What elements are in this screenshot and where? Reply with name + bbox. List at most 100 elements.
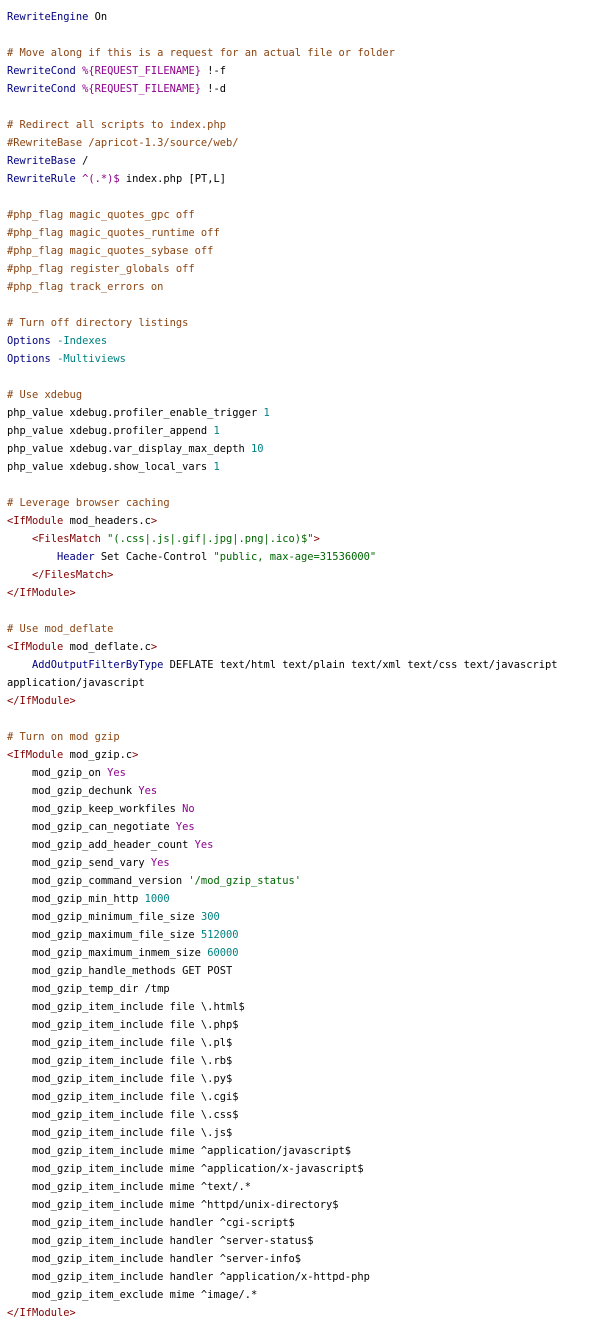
code-token-plain: / (75, 155, 89, 167)
code-token-plain: mod_gzip_can_negotiate (7, 821, 176, 833)
code-line: mod_gzip_maximum_inmem_size 60000 (7, 944, 593, 962)
code-token-tag: <IfModule (7, 515, 64, 527)
code-token-keyword: %{REQUEST_FILENAME} (82, 65, 201, 77)
code-token-plain: mod_gzip_item_include mime ^httpd/unix-d… (7, 1199, 339, 1211)
code-token-tag: > (313, 533, 320, 545)
code-token-plain: mod_gzip_item_include file \.cgi$ (7, 1091, 239, 1103)
code-token-plain: !-f (200, 65, 226, 77)
code-token-tagname: mod_gzip.c (63, 749, 133, 761)
code-token-number: 300 (200, 911, 220, 923)
code-line: mod_gzip_item_exclude mime ^image/.* (7, 1286, 593, 1304)
code-line: mod_gzip_item_include mime ^application/… (7, 1160, 593, 1178)
blank-line: ​ (7, 710, 593, 728)
code-line: mod_gzip_can_negotiate Yes (7, 818, 593, 836)
code-line: mod_gzip_item_include file \.js$ (7, 1124, 593, 1142)
code-line: php_value xdebug.profiler_append 1 (7, 422, 593, 440)
code-line: mod_gzip_item_include file \.rb$ (7, 1052, 593, 1070)
blank-line: ​ (7, 188, 593, 206)
code-line: #php_flag magic_quotes_gpc off (7, 206, 593, 224)
code-token-plain: mod_gzip_send_vary (7, 857, 151, 869)
code-token-plain: mod_gzip_item_include handler ^applicati… (7, 1271, 370, 1283)
code-token-comment: # Leverage browser caching (7, 497, 170, 509)
code-line: # Turn on mod gzip (7, 728, 593, 746)
code-token-directive: Options (7, 353, 51, 365)
code-token-number: 10 (250, 443, 264, 455)
code-token-directive: AddOutputFilterByType (32, 659, 164, 671)
code-line: mod_gzip_item_include mime ^httpd/unix-d… (7, 1196, 593, 1214)
code-line: mod_gzip_item_include file \.pl$ (7, 1034, 593, 1052)
code-token-directive: Options (7, 335, 51, 347)
code-token-plain: mod_gzip_item_include mime ^application/… (7, 1163, 364, 1175)
code-token-keyword: Yes (138, 785, 158, 797)
code-token-comment: # Turn off directory listings (7, 317, 189, 329)
code-token-plain: On (94, 11, 108, 23)
code-line: # Use xdebug (7, 386, 593, 404)
code-line: mod_gzip_keep_workfiles No (7, 800, 593, 818)
code-token-tag: <FilesMatch (32, 533, 101, 545)
code-token-plain: mod_gzip_item_include file \.php$ (7, 1019, 239, 1031)
code-line: </IfModule> (7, 584, 593, 602)
code-line: php_value xdebug.profiler_enable_trigger… (7, 404, 593, 422)
code-token-number: 1 (213, 461, 220, 473)
code-line: mod_gzip_add_header_count Yes (7, 836, 593, 854)
code-line: mod_gzip_minimum_file_size 300 (7, 908, 593, 926)
code-token-tag: <IfModule (7, 749, 64, 761)
code-token-number: 512000 (200, 929, 239, 941)
code-token-number: 1 (263, 407, 270, 419)
code-token-string: "public, max-age=31536000" (213, 551, 377, 563)
code-line: mod_gzip_temp_dir /tmp (7, 980, 593, 998)
code-token-keyword: Yes (107, 767, 126, 779)
code-token-directive: RewriteRule (7, 173, 76, 185)
code-line: RewriteEngine On (7, 8, 593, 26)
code-token-comment: #php_flag magic_quotes_runtime off (7, 227, 220, 239)
code-token-plain (7, 569, 32, 581)
code-line: mod_gzip_item_include mime ^application/… (7, 1142, 593, 1160)
code-token-comment: #php_flag track_errors on (7, 281, 164, 293)
code-token-plain: mod_gzip_item_include file \.pl$ (7, 1037, 233, 1049)
code-token-keyword: Yes (175, 821, 195, 833)
code-token-plain: php_value xdebug.show_local_vars (7, 461, 214, 473)
code-token-comment: # Use mod_deflate (7, 623, 114, 635)
code-line: mod_gzip_send_vary Yes (7, 854, 593, 872)
code-token-number: -Indexes (57, 335, 108, 347)
code-token-tag: </IfModule> (7, 1307, 76, 1319)
code-token-tag: > (132, 749, 139, 761)
code-token-tag: > (150, 641, 158, 653)
code-token-directive: RewriteEngine (7, 11, 89, 23)
code-token-string: "(.css|.js|.gif|.jpg|.png|.ico)$" (107, 533, 314, 545)
code-token-directive: RewriteCond (7, 65, 76, 77)
code-token-plain (7, 659, 32, 671)
code-token-string: '/mod_gzip_status' (188, 875, 302, 887)
code-token-comment: #php_flag register_globals off (7, 263, 195, 275)
code-line: mod_gzip_handle_methods GET POST (7, 962, 593, 980)
code-token-plain (7, 551, 57, 563)
blank-line: ​ (7, 602, 593, 620)
code-token-plain: mod_gzip_on (7, 767, 108, 779)
code-line: RewriteCond %{REQUEST_FILENAME} !-d (7, 80, 593, 98)
code-line: mod_gzip_on Yes (7, 764, 593, 782)
code-line: <IfModule mod_gzip.c> (7, 746, 593, 764)
code-token-plain: !-d (200, 83, 226, 95)
code-token-directive: Header (57, 551, 95, 563)
code-token-plain: mod_gzip_handle_methods GET POST (7, 965, 233, 977)
code-line: </FilesMatch> (7, 566, 593, 584)
code-token-plain: mod_gzip_min_http (7, 893, 145, 905)
blank-line: ​ (7, 296, 593, 314)
code-token-plain: DEFLATE text/html text/plain text/xml te… (7, 659, 564, 689)
code-token-comment: #php_flag magic_quotes_sybase off (7, 245, 214, 257)
code-token-plain: mod_gzip_keep_workfiles (7, 803, 183, 815)
code-line: mod_gzip_item_include file \.cgi$ (7, 1088, 593, 1106)
code-token-comment: # Move along if this is a request for an… (7, 47, 395, 59)
code-token-tag: </IfModule> (7, 695, 76, 707)
code-line: # Redirect all scripts to index.php (7, 116, 593, 134)
code-token-number: 1000 (144, 893, 170, 905)
code-line: #php_flag track_errors on (7, 278, 593, 296)
code-token-plain: mod_gzip_command_version (7, 875, 189, 887)
code-line: #php_flag magic_quotes_sybase off (7, 242, 593, 260)
code-token-plain: mod_gzip_item_include file \.rb$ (7, 1055, 233, 1067)
code-token-tag: </FilesMatch> (32, 569, 114, 581)
code-line: Header Set Cache-Control "public, max-ag… (7, 548, 593, 566)
blank-line: ​ (7, 26, 593, 44)
code-line: mod_gzip_item_include mime ^text/.* (7, 1178, 593, 1196)
